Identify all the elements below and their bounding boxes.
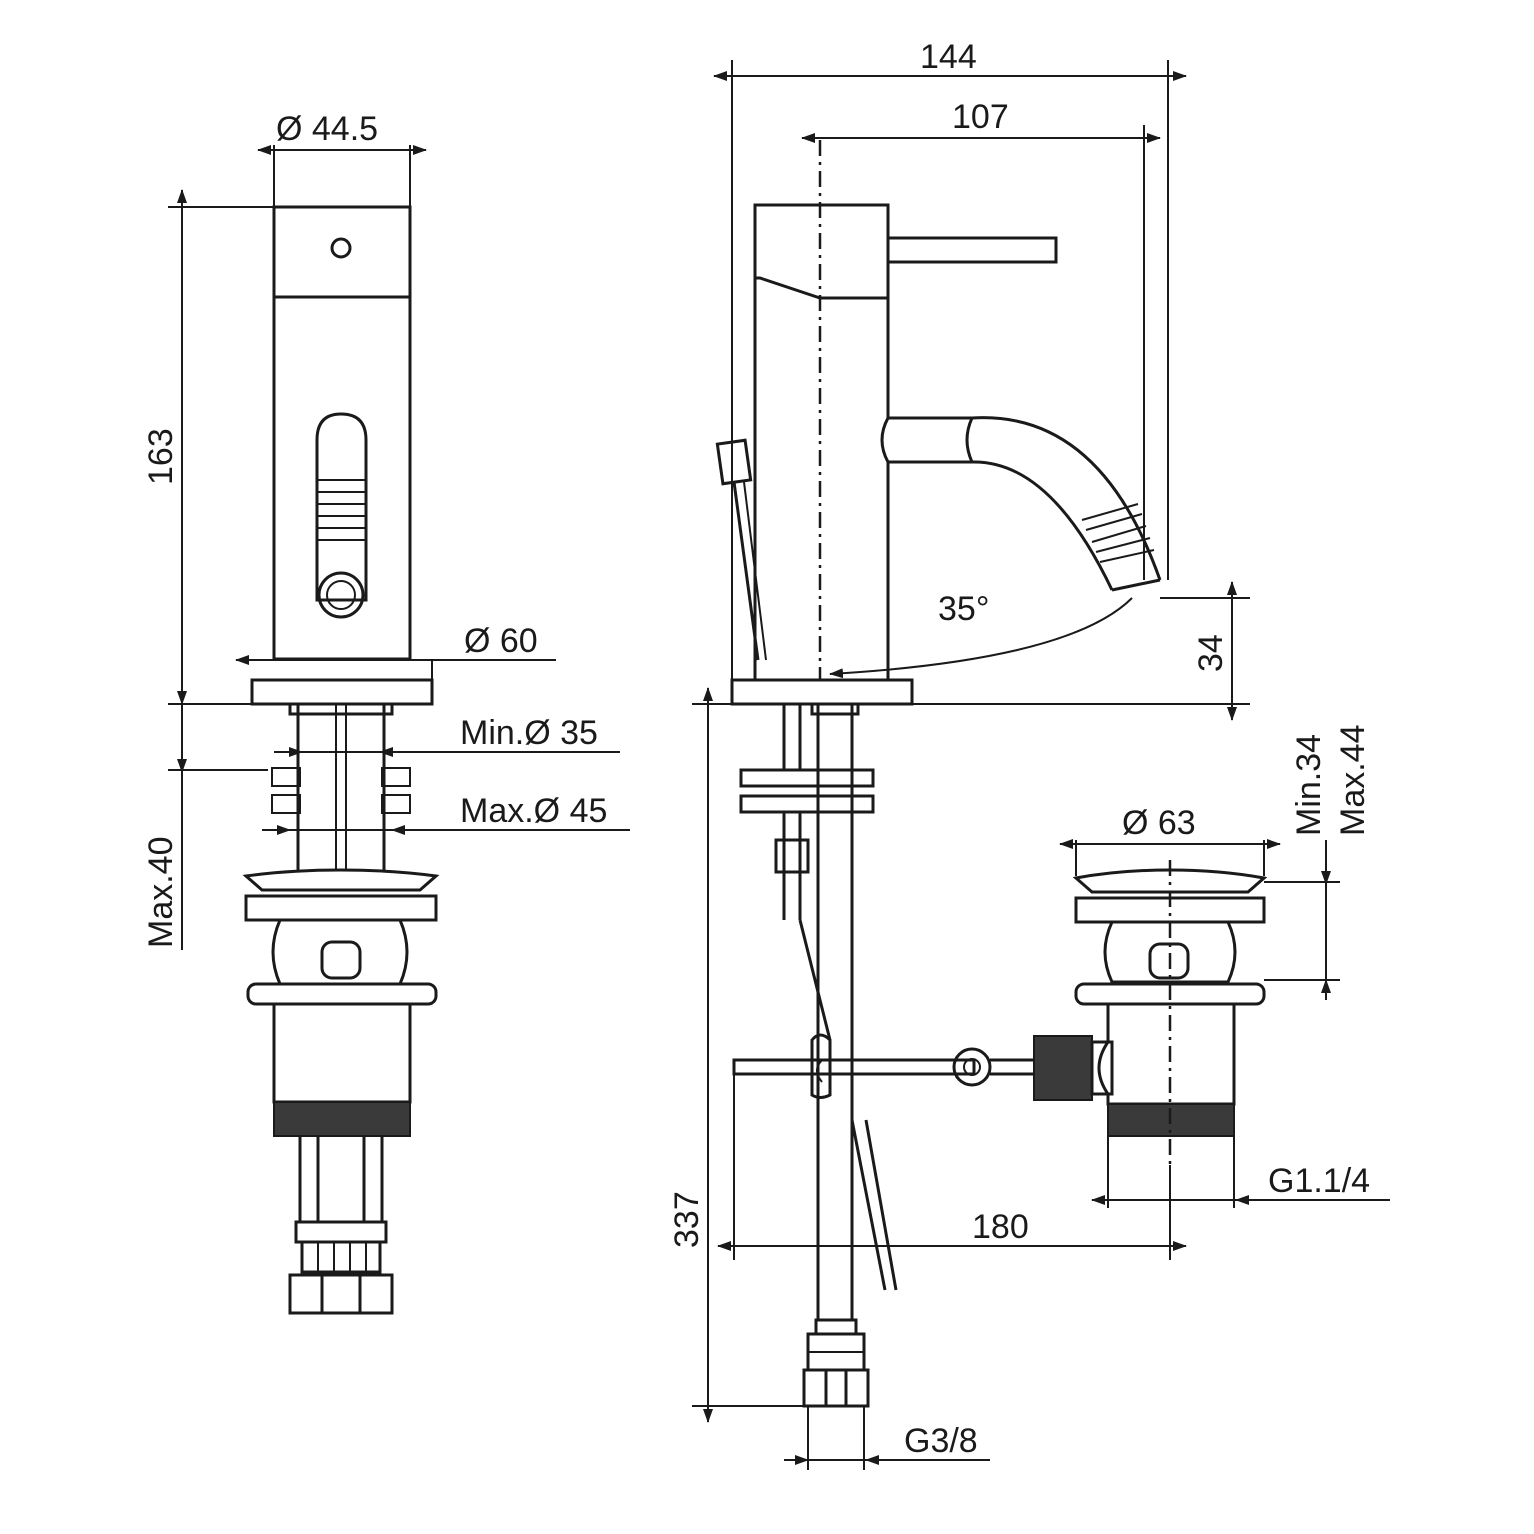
dim-max-hole: Max.Ø 45 bbox=[262, 792, 630, 835]
dim-waste-min-label: Min.34 bbox=[1290, 734, 1328, 836]
front-view: Ø 44.5 163 Ø 60 Min.Ø 35 Max.Ø 45 bbox=[142, 110, 630, 1315]
dim-waste-max-label: Max.44 bbox=[1334, 725, 1372, 837]
dim-waste-thread-label: G1.1/4 bbox=[1268, 1162, 1370, 1200]
side-popup-rod bbox=[715, 438, 767, 661]
dim-total-depth-label: 144 bbox=[920, 38, 977, 76]
front-fixing-assembly bbox=[271, 702, 411, 870]
dim-min-hole-label: Min.Ø 35 bbox=[460, 714, 598, 752]
dim-min-hole: Min.Ø 35 bbox=[274, 714, 620, 757]
dim-max-deck-label: Max.40 bbox=[142, 837, 180, 949]
dim-inlet-thread: G3/8 bbox=[784, 1406, 990, 1470]
dim-base-diameter: Ø 60 bbox=[235, 622, 556, 680]
dim-waste-range: Min.34 Max.44 bbox=[1264, 725, 1372, 1000]
side-lever-handle bbox=[886, 236, 1058, 264]
front-waste-assembly bbox=[242, 868, 440, 1137]
dim-max-hole-label: Max.Ø 45 bbox=[460, 792, 607, 830]
dim-waste-diameter: Ø 63 bbox=[1059, 804, 1281, 876]
side-view: 144 107 35° 34 Ø 63 bbox=[668, 38, 1390, 1470]
front-faucet-body bbox=[272, 205, 412, 661]
dim-body-diameter: Ø 44.5 bbox=[257, 110, 427, 207]
dim-inlet-thread-label: G3/8 bbox=[904, 1422, 978, 1460]
dim-spout-height-label: 34 bbox=[1192, 634, 1230, 672]
dim-max-deck: Max.40 bbox=[142, 704, 268, 950]
dim-waste-diameter-label: Ø 63 bbox=[1122, 804, 1196, 842]
dim-spout-reach-label: 107 bbox=[952, 98, 1009, 136]
dim-height-label: 163 bbox=[142, 428, 180, 485]
dim-centers-label: 180 bbox=[972, 1208, 1029, 1246]
dim-spout-height: 34 bbox=[912, 581, 1250, 721]
dim-waste-thread: G1.1/4 bbox=[1091, 1136, 1390, 1208]
dim-total-depth: 144 bbox=[713, 38, 1187, 680]
dim-height: 163 bbox=[142, 189, 274, 705]
dim-base-diameter-label: Ø 60 bbox=[464, 622, 538, 660]
side-faucet-body bbox=[715, 140, 1162, 680]
side-spout bbox=[880, 416, 1162, 592]
dim-angle: 35° bbox=[829, 590, 1133, 679]
dim-spout-reach: 107 bbox=[801, 98, 1161, 580]
front-hoses bbox=[288, 1136, 394, 1315]
side-base-plate bbox=[730, 678, 914, 706]
side-underdeck bbox=[732, 702, 1114, 1408]
dim-total-length-label: 337 bbox=[668, 1191, 706, 1248]
dim-body-diameter-label: Ø 44.5 bbox=[276, 110, 378, 148]
side-waste-assembly bbox=[1072, 860, 1268, 1165]
dim-centers: 180 bbox=[717, 1074, 1187, 1260]
dim-total-length: 337 bbox=[668, 687, 804, 1423]
dim-angle-label: 35° bbox=[938, 590, 989, 628]
front-base-plate bbox=[250, 678, 434, 706]
